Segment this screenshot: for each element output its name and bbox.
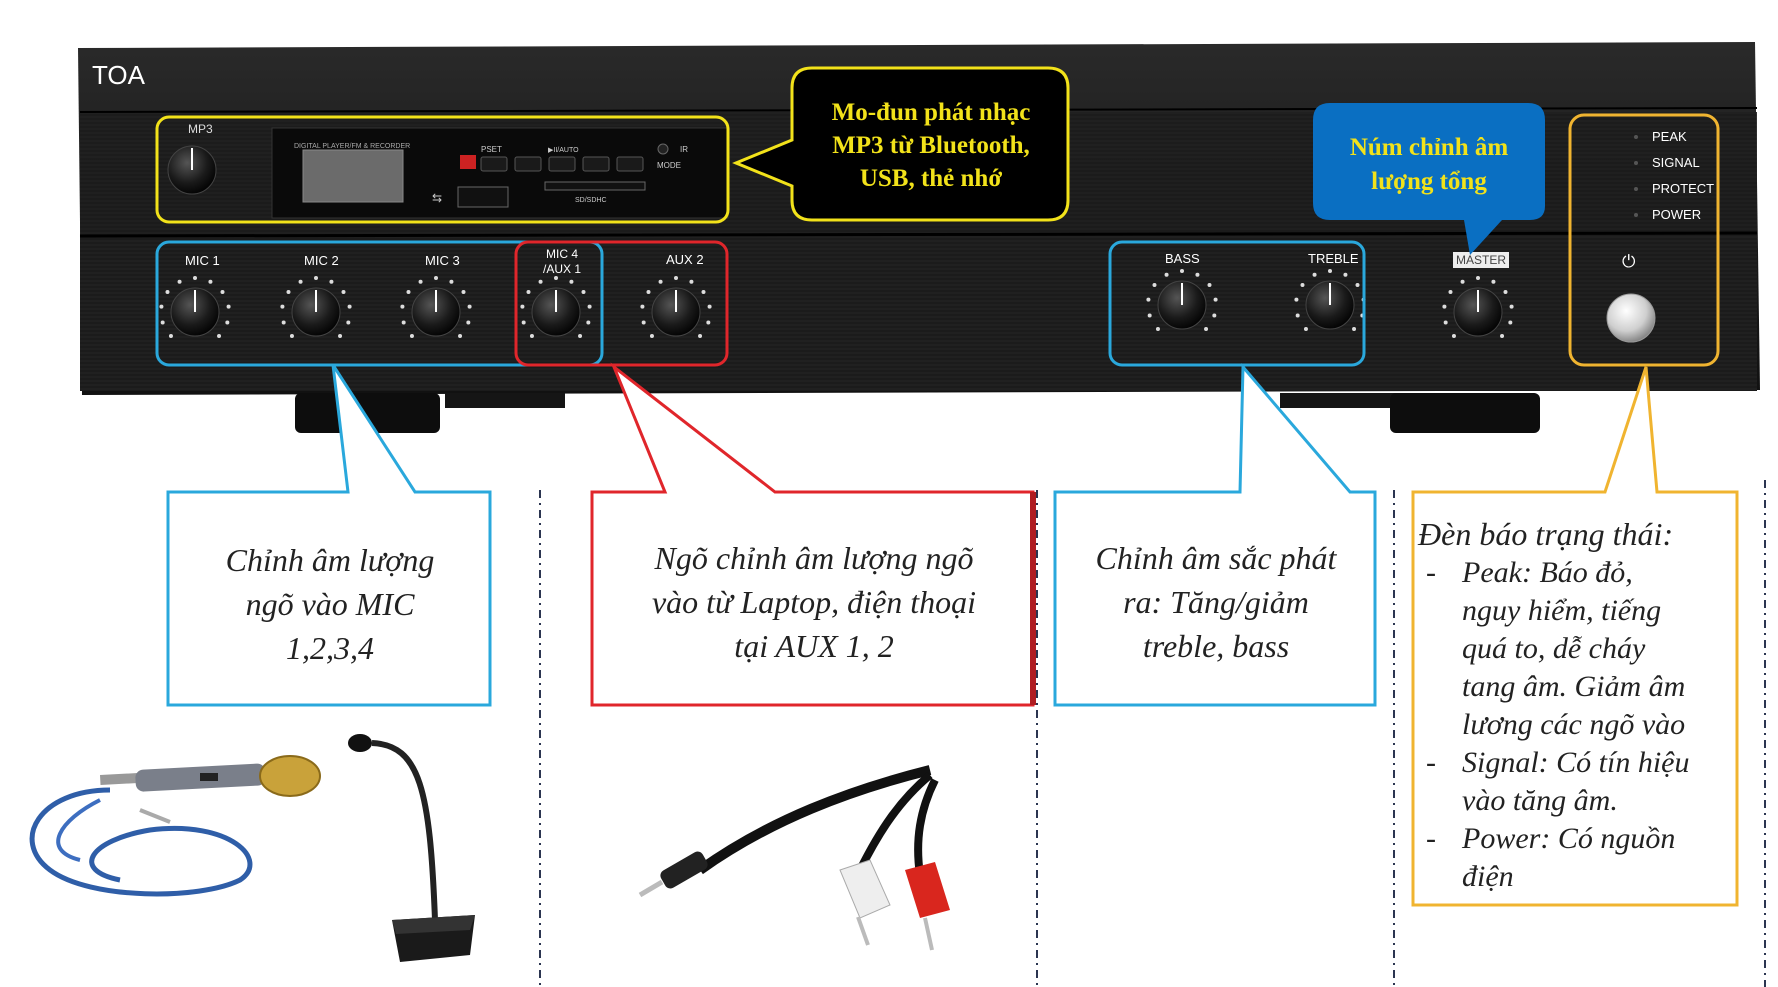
status-line: tang âm. Giảm âm [1462, 670, 1686, 703]
tone-callout-line: Chỉnh âm sắc phát [1095, 540, 1337, 576]
bass-knob[interactable] [1146, 269, 1218, 332]
status-callout-title: Đèn báo trạng thái: [1418, 516, 1674, 552]
play-pause-button[interactable] [548, 156, 576, 172]
usb-port[interactable] [457, 186, 509, 208]
mic2-label: MIC 2 [304, 253, 339, 268]
treble-label: TREBLE [1308, 251, 1359, 266]
usb-icon: ⇆ [432, 191, 442, 205]
status-line: điện [1462, 860, 1514, 893]
status-line: Power: Có nguồn [1462, 822, 1676, 855]
mic2-knob[interactable] [280, 276, 352, 339]
player-title: DIGITAL PLAYER/FM & RECORDER [294, 143, 410, 150]
mp3-callout-line: Mo-đun phát nhạc [831, 99, 1031, 126]
ir-label: IR [680, 145, 688, 154]
mic-callout-line: ngõ vào MIC [245, 586, 415, 622]
foot-right [1390, 393, 1540, 433]
status-line: Peak: Báo đỏ, [1462, 556, 1633, 589]
status-line: vào tăng âm. [1462, 784, 1618, 817]
aux-highlight-box [514, 240, 729, 367]
mp3-callout-text: Mo-đun phát nhạc MP3 từ Bluetooth, USB, … [800, 96, 1062, 195]
tone-callout-box [1053, 363, 1377, 707]
pset-button[interactable] [480, 156, 508, 172]
auto-label: ▶II/AUTO [548, 147, 579, 154]
mic3-knob[interactable] [400, 276, 472, 339]
mic-callout-text: Chỉnh âm lượng ngõ vào MIC 1,2,3,4 [172, 538, 488, 670]
tone-callout-line: ra: Tăng/giảm [1123, 584, 1309, 620]
status-line: nguy hiểm, tiếng [1462, 594, 1662, 627]
mic-callout-line: Chỉnh âm lượng [225, 542, 435, 578]
tone-callout-line: treble, bass [1142, 628, 1290, 664]
sd-label: SD/SDHC [575, 197, 607, 204]
power-label: POWER [1652, 207, 1701, 222]
next-button[interactable] [582, 156, 610, 172]
mode-button[interactable] [616, 156, 644, 172]
power-button[interactable] [1606, 293, 1656, 343]
mp3-label: MP3 [188, 122, 213, 136]
status-item-signal: - Signal: Có tín hiệu vào tăng âm. [1418, 744, 1718, 820]
brand-logo: TOA [92, 60, 146, 90]
tone-callout-text: Chỉnh âm sắc phát ra: Tăng/giảm treble, … [1060, 536, 1372, 668]
record-indicator [460, 155, 476, 169]
status-highlight-box [1568, 113, 1720, 367]
status-line: lương các ngõ vào [1462, 708, 1686, 741]
master-callout-text: Núm chỉnh âm lượng tổng [1316, 131, 1542, 199]
aux2-knob[interactable] [640, 276, 712, 339]
master-callout-line: Núm chỉnh âm [1349, 134, 1509, 161]
mp3-player-module: DIGITAL PLAYER/FM & RECORDER PSET ▶II/AU… [271, 127, 729, 219]
handheld-microphone-image [29, 755, 321, 897]
mic-highlight-box [155, 240, 604, 367]
foot-left [295, 393, 440, 433]
mp3-callout-line: MP3 từ Bluetooth, [832, 132, 1030, 159]
bass-label: BASS [1165, 251, 1200, 266]
mp3-volume-knob[interactable] [167, 145, 217, 195]
aux1-label: /AUX 1 [543, 262, 581, 276]
peak-label: PEAK [1652, 129, 1687, 144]
aux-callout-line: Ngõ chỉnh âm lượng ngõ [654, 540, 974, 576]
status-item-peak: - Peak: Báo đỏ, nguy hiểm, tiếng quá to,… [1418, 554, 1718, 744]
master-label: MASTER [1456, 253, 1506, 267]
tone-highlight-box [1108, 240, 1366, 367]
lcd-display [302, 149, 404, 203]
master-volume-knob[interactable] [1442, 276, 1514, 339]
status-line: quá to, dễ cháy [1462, 632, 1646, 665]
ir-sensor [657, 143, 669, 155]
rca-cable-image [638, 765, 950, 951]
aux-callout-line: vào từ Laptop, điện thoại [651, 584, 977, 620]
mic4-aux1-knob[interactable] [520, 276, 592, 339]
aux-callout-text: Ngõ chỉnh âm lượng ngõ vào từ Laptop, đi… [600, 536, 1028, 668]
sd-card-slot[interactable] [544, 181, 646, 191]
pset-label: PSET [481, 145, 502, 154]
mic3-label: MIC 3 [425, 253, 460, 268]
section-dividers [539, 480, 1766, 987]
status-item-power: - Power: Có nguồn điện [1418, 820, 1718, 896]
power-icon: ⏻ [1622, 252, 1636, 272]
prev-button[interactable] [514, 156, 542, 172]
protect-label: PROTECT [1652, 181, 1714, 196]
status-callout-list: - Peak: Báo đỏ, nguy hiểm, tiếng quá to,… [1418, 554, 1718, 896]
mic1-label: MIC 1 [185, 253, 220, 268]
mic-callout-box [166, 364, 492, 707]
status-line: Signal: Có tín hiệu [1462, 746, 1690, 779]
mp3-callout-line: USB, thẻ nhớ [859, 165, 1003, 192]
mic4-label: MIC 4 [546, 247, 578, 261]
mic1-knob[interactable] [159, 276, 231, 339]
mp3-callout-bubble [732, 66, 1070, 222]
treble-knob[interactable] [1294, 269, 1366, 332]
aux-callout-box [590, 362, 1035, 707]
mp3-highlight-box [155, 115, 730, 224]
gooseneck-microphone-image [348, 734, 475, 962]
master-callout-bubble [1313, 103, 1545, 255]
signal-label: SIGNAL [1652, 155, 1700, 170]
aux2-label: AUX 2 [666, 252, 704, 267]
aux-callout-line: tại AUX 1, 2 [734, 628, 894, 664]
mic-callout-line: 1,2,3,4 [286, 630, 374, 666]
status-callout-box [1411, 366, 1739, 907]
channel-knobs [159, 269, 1514, 339]
master-callout-line: lượng tổng [1371, 168, 1487, 195]
mode-label: MODE [657, 161, 681, 170]
indicator-leds [1634, 135, 1638, 217]
